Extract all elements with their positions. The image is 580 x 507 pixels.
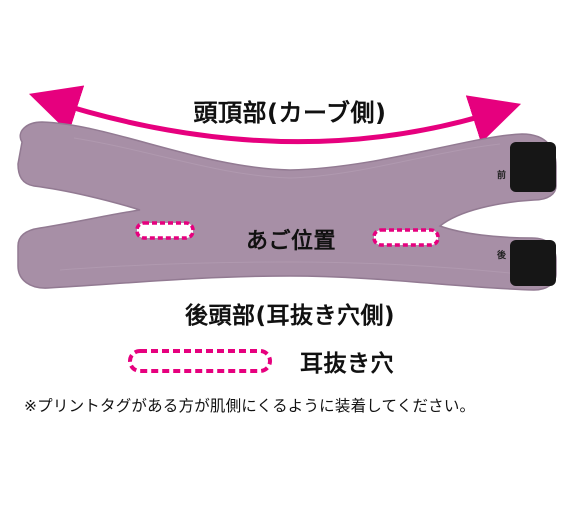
wearing-note: ※プリントタグがある方が肌側にくるように装着してください。 <box>24 397 476 415</box>
back-velcro-tab <box>510 240 556 286</box>
ear-hole-legend-icon <box>128 349 272 373</box>
ear-hole-right <box>372 228 440 247</box>
band-seam-lower <box>59 261 521 275</box>
chin-position-label: あご位置 <box>245 229 336 254</box>
ear-hole-legend-label: 耳抜き穴 <box>300 351 394 377</box>
back-tab-label: 後 <box>497 251 507 261</box>
ear-hole-left <box>135 221 195 240</box>
curved-arrow-icon <box>28 85 522 145</box>
back-of-head-label: 後頭部(耳抜き穴側) <box>184 303 396 329</box>
band-seam <box>73 137 501 179</box>
front-tab-label: 前 <box>497 171 507 181</box>
crown-label: 頭頂部(カーブ側) <box>193 99 387 127</box>
front-velcro-tab <box>510 142 556 192</box>
